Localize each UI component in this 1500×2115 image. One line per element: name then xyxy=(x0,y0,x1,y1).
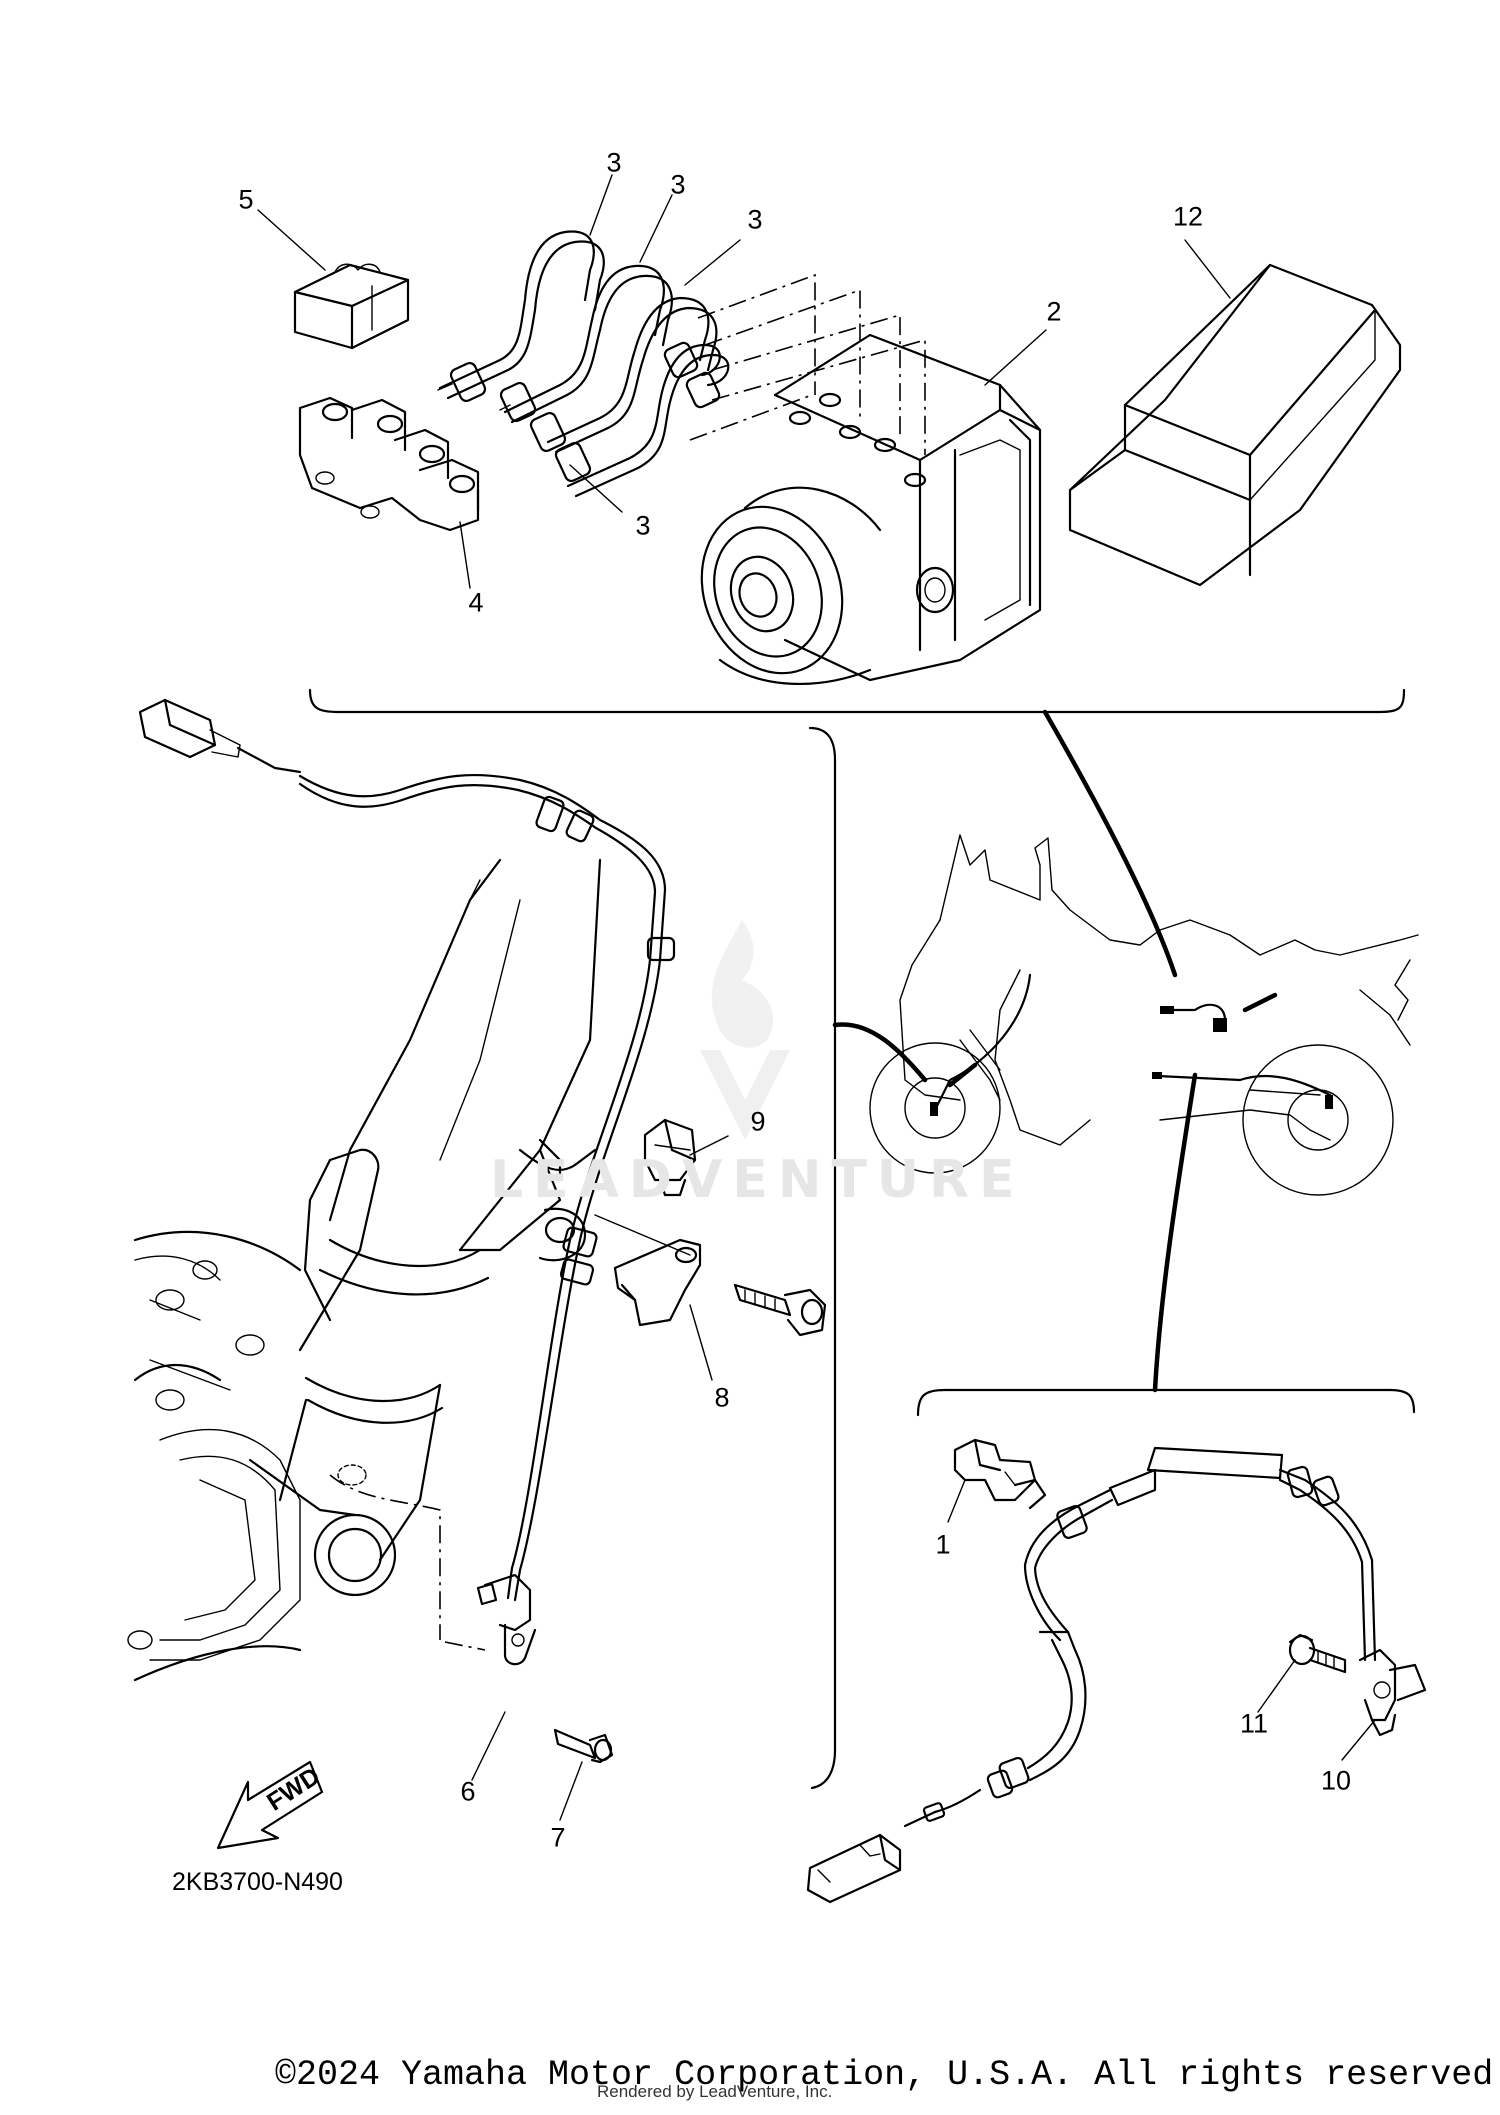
callout-5: 5 xyxy=(238,184,254,215)
pipe-guide-lines xyxy=(689,273,926,455)
watermark-text: LEADVENTURE xyxy=(490,1150,1025,1210)
rendered-by-notice: Rendered by LeadVenture, Inc. xyxy=(597,2082,833,2101)
rear-location-leader xyxy=(1152,1072,1198,1393)
part-5-connector xyxy=(293,263,410,350)
callout-12: 12 xyxy=(1172,201,1204,232)
rear-sensor-wire xyxy=(806,1446,1427,1904)
front-fork xyxy=(127,858,602,1682)
fwd-arrow xyxy=(216,1760,324,1850)
watermark-logo xyxy=(700,920,790,1140)
callout-1: 1 xyxy=(935,1529,951,1560)
part-11-bolt xyxy=(1288,1633,1347,1674)
abs-location-leader xyxy=(1042,709,1178,978)
leader-lines-left xyxy=(471,1135,729,1821)
right-section-divider xyxy=(808,726,837,1790)
part-2-abs-unit xyxy=(700,333,1042,686)
callout-6: 6 xyxy=(460,1776,476,1807)
leader-lines-top xyxy=(257,174,1231,589)
part-12-ecu xyxy=(1068,263,1402,587)
part-4-bracket xyxy=(298,396,480,532)
callout-11: 11 xyxy=(1239,1708,1269,1739)
callout-3-c: 3 xyxy=(747,204,763,235)
callout-7: 7 xyxy=(550,1822,566,1853)
motorcycle-outline xyxy=(869,834,1419,1196)
part-9-clip xyxy=(643,1118,697,1197)
callout-8: 8 xyxy=(714,1382,730,1413)
part-7-bolt xyxy=(553,1728,614,1764)
callout-2: 2 xyxy=(1046,296,1062,327)
leader-lines-right xyxy=(947,1479,1376,1761)
callout-3-b: 3 xyxy=(670,169,686,200)
diagram-code: 2KB3700-N490 xyxy=(172,1868,343,1896)
callout-4: 4 xyxy=(468,587,484,618)
callout-3-d: 3 xyxy=(635,510,651,541)
part-3-brake-pipes xyxy=(437,230,730,498)
part-6-front-wheel-sensor xyxy=(476,1573,537,1666)
callout-9: 9 xyxy=(750,1106,766,1137)
callout-3-a: 3 xyxy=(606,147,622,178)
callout-10: 10 xyxy=(1320,1765,1352,1796)
part-8-bracket xyxy=(594,1214,702,1327)
copyright-notice: ©2024 Yamaha Motor Corporation, U.S.A. A… xyxy=(275,2055,1500,2095)
front-location-leader xyxy=(832,1022,928,1083)
bolt-8 xyxy=(733,1283,827,1337)
rear-section-divider xyxy=(916,1388,1416,1417)
front-sensor-connector xyxy=(138,698,302,774)
upper-section-divider xyxy=(308,688,1406,714)
part-1-clip xyxy=(953,1438,1047,1510)
